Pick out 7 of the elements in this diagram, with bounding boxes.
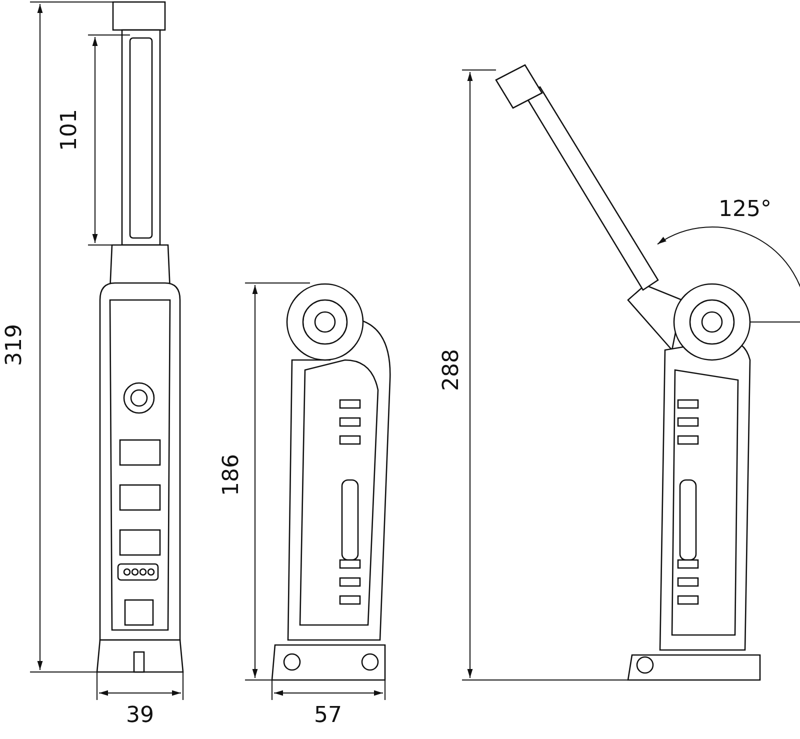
dimension-label: 186: [221, 454, 243, 496]
dimension-label: 39: [126, 705, 154, 727]
dimension-label: 101: [59, 109, 81, 151]
dimension-label: 57: [314, 705, 342, 727]
dimension-label: 288: [441, 349, 463, 391]
dimension-label: 319: [4, 324, 26, 366]
dimension-label: 125°: [718, 199, 772, 221]
